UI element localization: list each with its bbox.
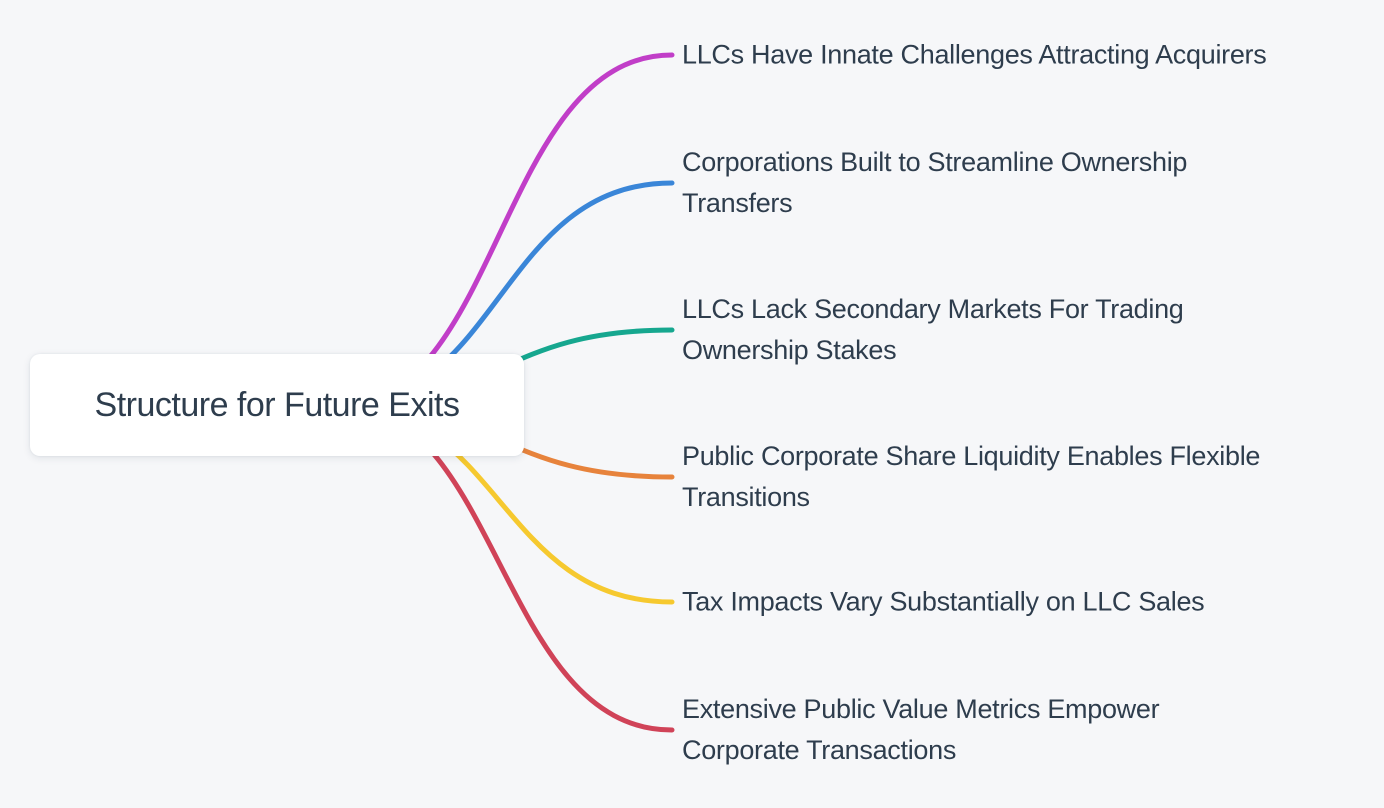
root-node-label: Structure for Future Exits: [94, 385, 460, 424]
branch-label-2[interactable]: Corporations Built to Streamline Ownersh…: [682, 147, 1188, 218]
branch-label-5[interactable]: Tax Impacts Vary Substantially on LLC Sa…: [682, 586, 1205, 617]
branch-label-6[interactable]: Extensive Public Value Metrics Empower C…: [682, 694, 1160, 765]
branch-curve-1: [337, 52, 675, 408]
branch-label-1[interactable]: LLCs Have Innate Challenges Attracting A…: [682, 39, 1267, 70]
branch-label-3[interactable]: LLCs Lack Secondary Markets For Trading …: [682, 294, 1184, 365]
branch-label-4[interactable]: Public Corporate Share Liquidity Enables…: [682, 441, 1261, 512]
root-node[interactable]: Structure for Future Exits: [30, 354, 524, 456]
